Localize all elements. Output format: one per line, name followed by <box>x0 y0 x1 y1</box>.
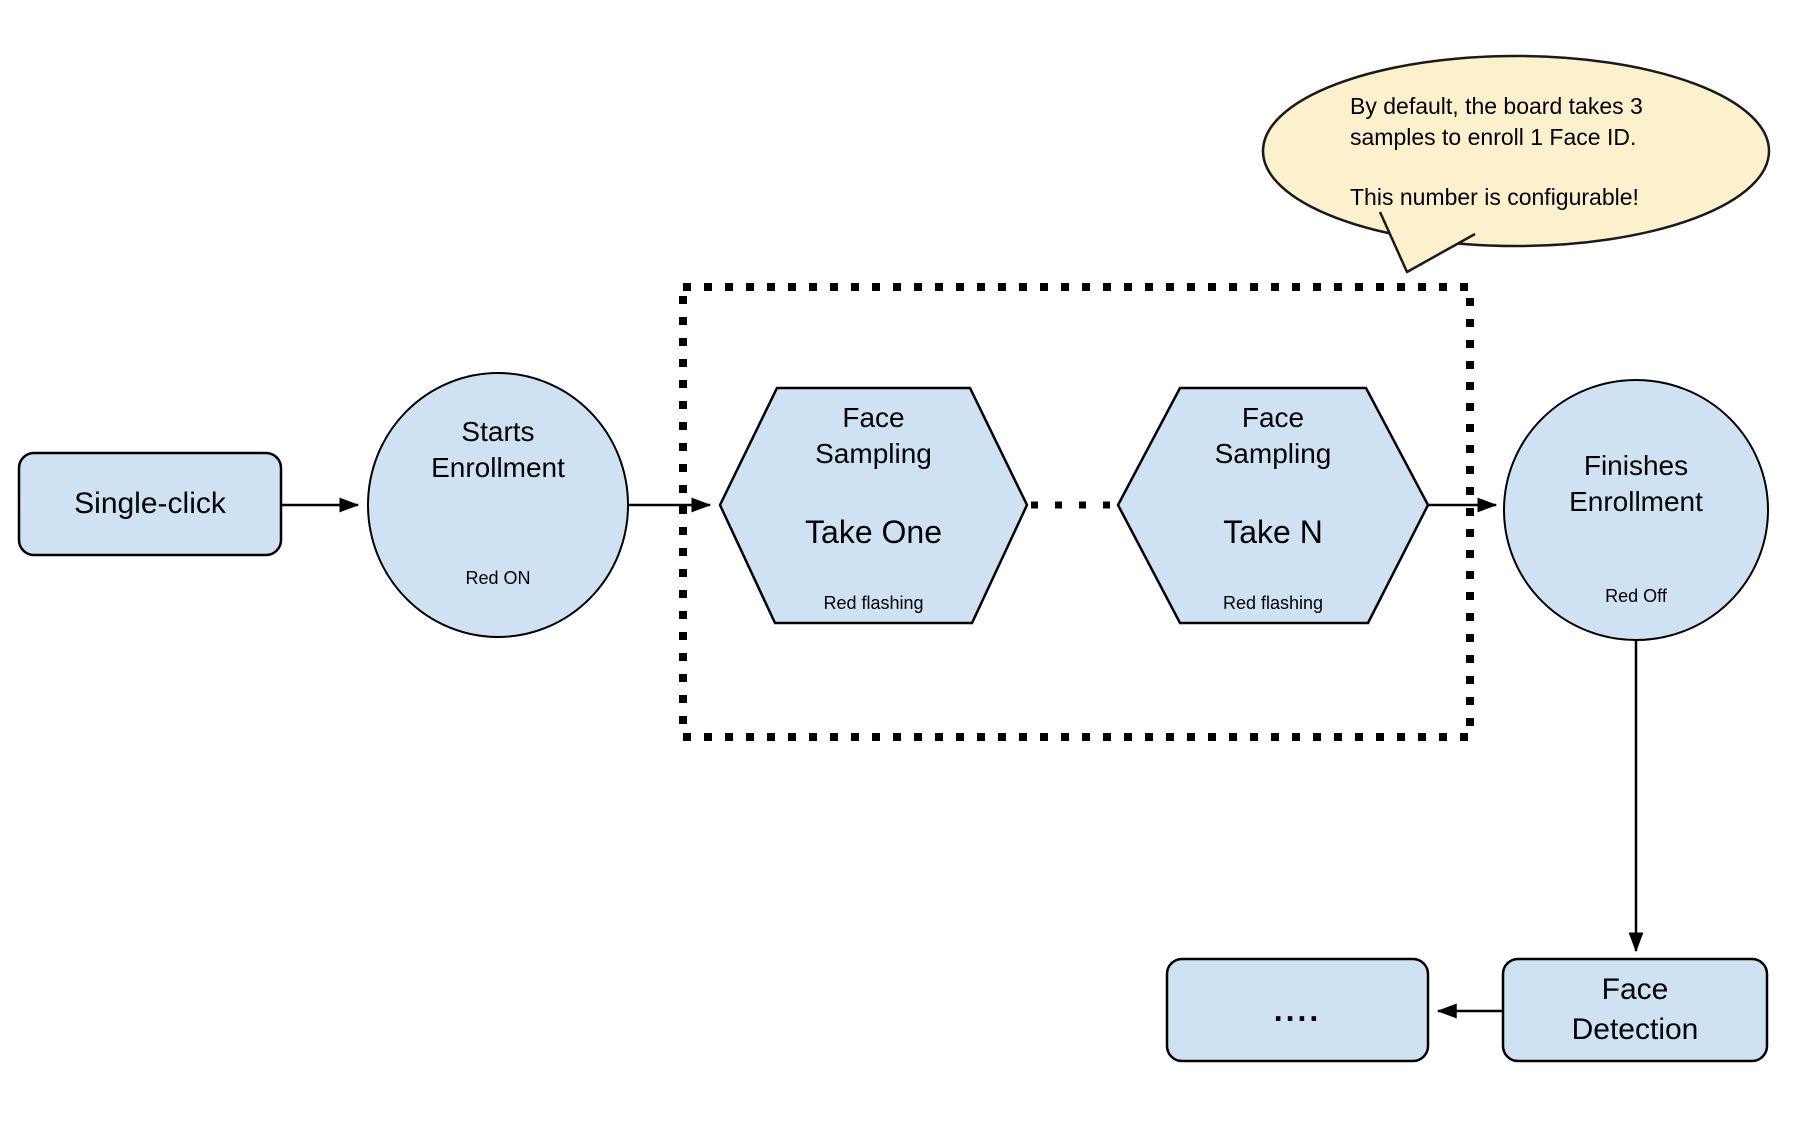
callout-bubble <box>1261 54 1771 248</box>
callout-bubble-tail-fill <box>1378 206 1480 272</box>
face-sampling-take-one-node <box>718 386 1029 625</box>
finishes-enrollment-node <box>1503 379 1769 641</box>
sample-n-status: Red flashing <box>1222 593 1324 613</box>
sample-n-line2: Sampling <box>1214 438 1332 469</box>
starts-enrollment-line1: Starts <box>461 416 535 447</box>
face-detection-line2: Detection <box>1571 1013 1699 1046</box>
finishes-enrollment-line2: Enrollment <box>1569 486 1703 517</box>
sample-n-line1: Face <box>1241 402 1305 433</box>
continuation-node <box>1165 957 1430 1063</box>
callout-line2: samples to enroll 1 Face ID. <box>1350 124 1637 150</box>
sample-one-status: Red flashing <box>823 593 924 613</box>
face-detection-line1: Face <box>1601 973 1669 1006</box>
starts-enrollment-line2: Enrollment <box>431 452 565 483</box>
sample-one-line2: Sampling <box>815 438 932 469</box>
starts-enrollment-status: Red ON <box>465 568 531 588</box>
finishes-enrollment-status: Red Off <box>1605 586 1667 606</box>
callout-line1: By default, the board takes 3 <box>1350 93 1643 119</box>
finishes-enrollment-line1: Finishes <box>1583 450 1689 481</box>
starts-enrollment-node <box>367 372 629 638</box>
face-detection-label: Face Detection <box>1503 959 1767 1061</box>
sample-one-line1: Face <box>842 402 905 433</box>
callout-line3: This number is configurable! <box>1350 184 1639 210</box>
single-click-label: Single-click <box>74 487 226 520</box>
sample-one-line3: Take One <box>805 514 942 550</box>
sampling-loop-dotted-box <box>679 283 1474 741</box>
callout-text: By default, the board takes 3 samples to… <box>1350 91 1700 213</box>
continuation-label: .... <box>1273 991 1322 1028</box>
callout-bubble-tail-outline <box>1378 211 1476 274</box>
sample-n-line3: Take N <box>1223 514 1323 550</box>
